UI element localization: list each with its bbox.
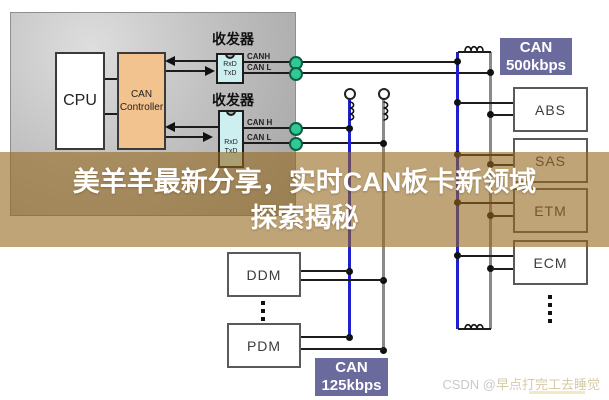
banner-title-line2: 探索揭秘 — [250, 202, 359, 233]
notch-icon — [226, 112, 236, 116]
ecu-stub-wire — [301, 336, 350, 338]
termination-resistor-icon — [463, 321, 485, 337]
bus-500-label-1: CAN — [519, 38, 553, 56]
open-terminal-icon — [378, 88, 390, 100]
watermark-prefix: CSDN @ — [442, 377, 496, 392]
transceiver2-rxd: RxD — [224, 139, 238, 146]
connector-pin-icon — [289, 67, 303, 81]
ecu-stub-wire — [459, 255, 513, 257]
termination-resistor-icon — [463, 38, 485, 53]
cpu-controller-wire — [105, 113, 117, 115]
transceiver1-chip: RxD TxD — [216, 53, 244, 84]
transceiver1-rxd: RxD — [223, 60, 237, 68]
ecu-box-abs: ABS — [513, 87, 588, 132]
can-h-pin-label: CANH — [247, 52, 271, 61]
ecu-label: DDM — [246, 266, 282, 283]
vertical-ellipsis — [548, 295, 552, 323]
ecu-box-ddm: DDM — [227, 252, 301, 297]
ecu-stub-wire — [301, 279, 384, 281]
ecu-stub-wire — [459, 102, 513, 104]
junction-dot — [487, 111, 494, 118]
can-h-wire — [244, 61, 459, 63]
cpu-label: CPU — [63, 92, 97, 109]
transceiver2-txd: TxD — [225, 147, 238, 156]
can-controller-label-2: Controller — [119, 102, 164, 113]
junction-dot — [487, 265, 494, 272]
open-terminal-icon — [344, 88, 356, 100]
bus-125-label-1: CAN — [335, 359, 368, 376]
notch-icon — [225, 55, 235, 59]
watermark-author: 早点打完工去睡觉 — [495, 377, 600, 392]
transceiver1-title: 收发器 — [212, 31, 254, 47]
watermark-underline — [529, 391, 585, 394]
arrow-left-icon — [165, 122, 175, 132]
title-banner: 美羊羊最新分享，实时CAN板卡新领域 探索揭秘 — [0, 152, 609, 247]
arrow-right-icon — [205, 66, 215, 76]
arrow-right-icon — [203, 132, 213, 142]
junction-dot — [454, 99, 461, 106]
ecu-label: ECM — [533, 254, 568, 271]
bus-500-label: CAN 500kbps — [500, 38, 572, 75]
ecu-label: ABS — [534, 101, 566, 118]
rxd-wire — [173, 60, 216, 62]
ecu-stub-wire — [301, 270, 350, 272]
can-l-pin-label: CAN L — [247, 133, 272, 142]
cpu-controller-wire — [105, 78, 117, 80]
can-l-wire — [244, 72, 492, 74]
junction-dot — [380, 140, 387, 147]
ecu-box-ecm: ECM — [513, 240, 588, 285]
junction-dot — [454, 252, 461, 259]
txd-wire — [166, 136, 206, 138]
junction-dot — [487, 69, 494, 76]
bus-125-label-2: 125kbps — [321, 377, 382, 394]
bus-125-label: CAN 125kbps — [315, 358, 388, 396]
ecu-stub-wire — [492, 114, 513, 116]
junction-dot — [454, 58, 461, 65]
bus-500-label-2: 500kbps — [505, 56, 567, 74]
transceiver1-txd: TxD — [223, 69, 237, 77]
rxd-wire — [173, 126, 218, 128]
ecu-stub-wire — [301, 348, 384, 350]
connector-pin-icon — [289, 137, 303, 151]
connector-pin-icon — [289, 122, 303, 136]
can-controller-block: CAN Controller — [117, 52, 166, 150]
arrow-left-icon — [165, 56, 175, 66]
can-controller-label-1: CAN — [130, 89, 153, 100]
vertical-ellipsis — [261, 301, 265, 321]
ecu-box-pdm: PDM — [227, 323, 301, 368]
txd-wire — [166, 70, 208, 72]
cpu-block: CPU — [55, 52, 105, 150]
banner-title-line1: 美羊羊最新分享，实时CAN板卡新领域 — [72, 166, 537, 197]
watermark: CSDN @早点打完工去睡觉 — [442, 374, 600, 393]
termination-resistor-icon — [375, 100, 392, 123]
junction-dot — [346, 125, 353, 132]
transceiver2-title: 收发器 — [212, 92, 254, 108]
can-h-pin-label: CAN H — [247, 118, 273, 127]
bus-500-bottom-wire — [458, 328, 491, 330]
junction-dot — [380, 347, 387, 354]
ecu-label: PDM — [246, 337, 282, 354]
can-l-wire — [244, 142, 385, 144]
can-l-pin-label: CAN L — [247, 63, 272, 72]
bus-500-top-wire — [458, 51, 491, 53]
termination-resistor-icon — [341, 100, 358, 123]
ecu-stub-wire — [492, 268, 513, 270]
